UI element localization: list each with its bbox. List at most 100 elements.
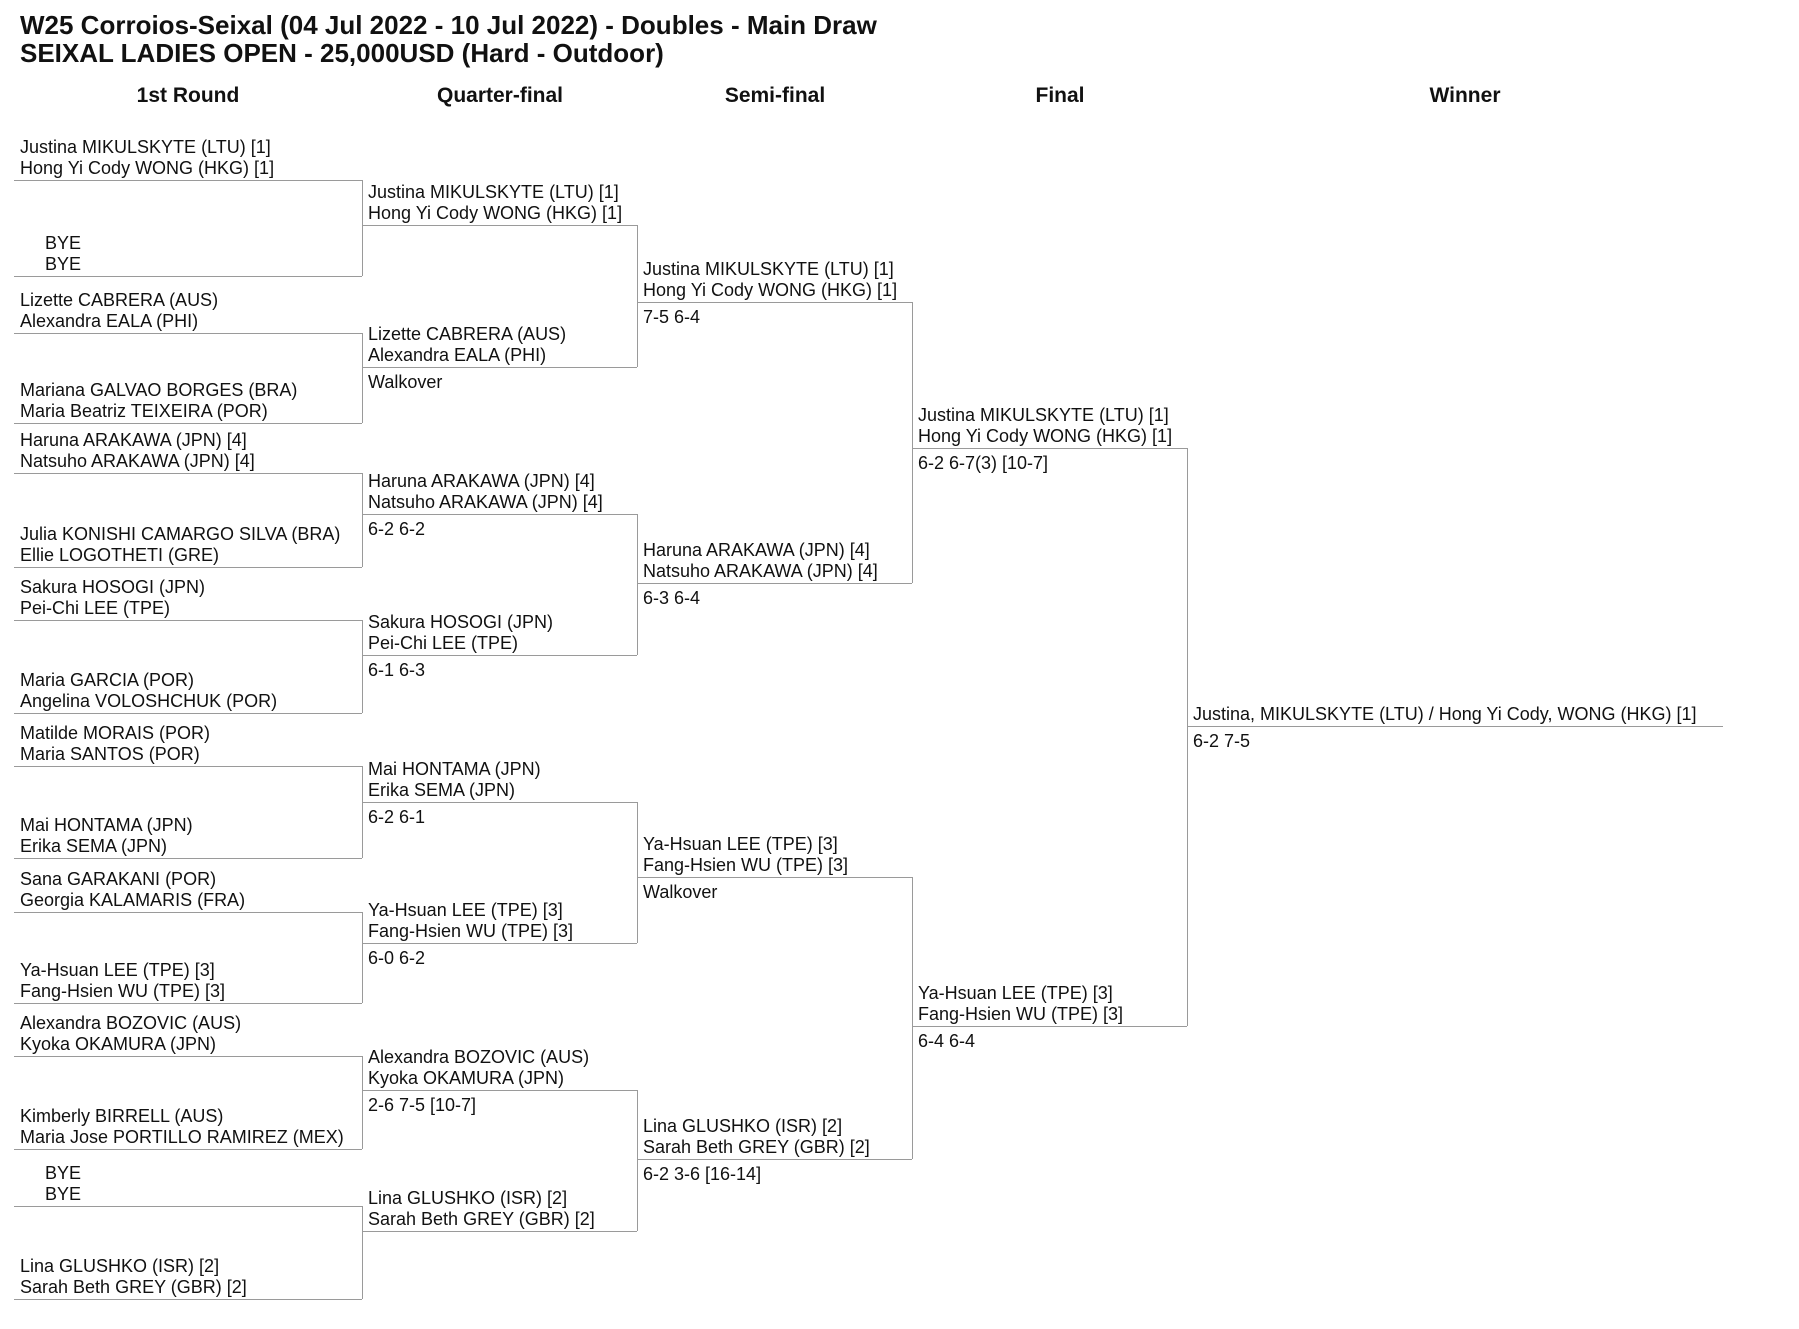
final-score: 6-4 6-4 (918, 1031, 976, 1051)
player-name: Sarah Beth GREY (GBR) [2] (368, 1209, 595, 1229)
round-header-quarter-final: Quarter-final (436, 84, 564, 107)
player-name: Hong Yi Cody WONG (HKG) [1] (918, 426, 1173, 446)
semi-final-connector (912, 302, 913, 583)
semi-final-score: Walkover (643, 882, 718, 902)
player-name: Natsuho ARAKAWA (JPN) [4] (643, 561, 878, 581)
first-round-line (14, 766, 362, 767)
quarter-final-line (362, 943, 637, 944)
player-name: Lina GLUSHKO (ISR) [2] (20, 1256, 220, 1276)
first-round-connector (362, 333, 363, 423)
player-name: Angelina VOLOSHCHUK (POR) (20, 691, 278, 711)
player-name: Mai HONTAMA (JPN) (20, 815, 193, 835)
first-round-line (14, 473, 362, 474)
quarter-final-entry: Lizette CABRERA (AUS)Alexandra EALA (PHI… (368, 324, 566, 366)
first-round-entry: Kimberly BIRRELL (AUS)Maria Jose PORTILL… (20, 1106, 344, 1148)
bye-label: BYE (45, 1163, 82, 1183)
player-name: Fang-Hsien WU (TPE) [3] (643, 855, 849, 875)
first-round-line (14, 1206, 362, 1207)
quarter-final-score: 6-2 6-2 (368, 519, 426, 539)
player-name: Ya-Hsuan LEE (TPE) [3] (20, 960, 215, 980)
player-name: Lina GLUSHKO (ISR) [2] (368, 1188, 568, 1208)
quarter-final-connector (637, 225, 638, 367)
quarter-final-line (362, 802, 637, 803)
first-round-connector (362, 473, 363, 567)
player-name: Erika SEMA (JPN) (20, 836, 168, 856)
player-name: Pei-Chi LEE (TPE) (368, 633, 519, 653)
round-header-1st-round: 1st Round (136, 84, 240, 107)
quarter-final-entry: Haruna ARAKAWA (JPN) [4]Natsuho ARAKAWA … (368, 471, 603, 513)
player-name: Maria SANTOS (POR) (20, 744, 200, 764)
semi-final-line (637, 877, 912, 878)
player-name: Hong Yi Cody WONG (HKG) [1] (20, 158, 275, 178)
quarter-final-line (362, 225, 637, 226)
quarter-final-entry: Lina GLUSHKO (ISR) [2]Sarah Beth GREY (G… (368, 1188, 595, 1230)
player-name: Fang-Hsien WU (TPE) [3] (20, 981, 226, 1001)
player-name: Justina MIKULSKYTE (LTU) [1] (643, 259, 894, 279)
player-name: Hong Yi Cody WONG (HKG) [1] (368, 203, 623, 223)
player-name: Maria Jose PORTILLO RAMIREZ (MEX) (20, 1127, 344, 1147)
first-round-entry: Lizette CABRERA (AUS)Alexandra EALA (PHI… (20, 290, 218, 332)
player-name: Lizette CABRERA (AUS) (368, 324, 567, 344)
player-name: Sakura HOSOGI (JPN) (368, 612, 554, 632)
player-name: Ya-Hsuan LEE (TPE) [3] (918, 983, 1113, 1003)
first-round-line (14, 713, 362, 714)
player-name: Fang-Hsien WU (TPE) [3] (918, 1004, 1124, 1024)
final-line (912, 1026, 1187, 1027)
player-name: Alexandra EALA (PHI) (20, 311, 199, 331)
tournament-title: W25 Corroios-Seixal (04 Jul 2022 - 10 Ju… (20, 10, 877, 40)
semi-final-score: 6-3 6-4 (643, 588, 701, 608)
semi-final-connector (912, 877, 913, 1159)
final-line (912, 448, 1187, 449)
player-name: Sana GARAKANI (POR) (20, 869, 217, 889)
player-name: Pei-Chi LEE (TPE) (20, 598, 171, 618)
first-round-entry: Mariana GALVAO BORGES (BRA)Maria Beatriz… (20, 380, 297, 422)
quarter-final-entry: Ya-Hsuan LEE (TPE) [3]Fang-Hsien WU (TPE… (368, 900, 573, 942)
player-name: Alexandra BOZOVIC (AUS) (368, 1047, 590, 1067)
semi-final-entry: Haruna ARAKAWA (JPN) [4]Natsuho ARAKAWA … (643, 540, 878, 582)
player-name: Ya-Hsuan LEE (TPE) [3] (368, 900, 563, 920)
player-name: Sarah Beth GREY (GBR) [2] (20, 1277, 247, 1297)
quarter-final-line (362, 655, 637, 656)
round-header-winner: Winner (1429, 84, 1501, 107)
quarter-final-entry: Sakura HOSOGI (JPN)Pei-Chi LEE (TPE) (368, 612, 553, 654)
player-name: Lizette CABRERA (AUS) (20, 290, 219, 310)
first-round-entry: Sana GARAKANI (POR)Georgia KALAMARIS (FR… (20, 869, 245, 911)
player-name: Haruna ARAKAWA (JPN) [4] (368, 471, 595, 491)
first-round-line (14, 180, 362, 181)
final-score: 6-2 6-7(3) [10-7] (918, 453, 1049, 473)
first-round-line (14, 620, 362, 621)
first-round-entry: Ya-Hsuan LEE (TPE) [3]Fang-Hsien WU (TPE… (20, 960, 225, 1002)
first-round-line (14, 1299, 362, 1300)
first-round-entry: Julia KONISHI CAMARGO SILVA (BRA)Ellie L… (20, 524, 340, 566)
semi-final-score: 6-2 3-6 [16-14] (643, 1164, 762, 1184)
bye-label: BYE (45, 233, 82, 253)
quarter-final-line (362, 1090, 637, 1091)
first-round-entry: Alexandra BOZOVIC (AUS)Kyoka OKAMURA (JP… (20, 1013, 241, 1055)
first-round-entry: Haruna ARAKAWA (JPN) [4]Natsuho ARAKAWA … (20, 430, 255, 472)
quarter-final-line (362, 514, 637, 515)
player-name: Alexandra BOZOVIC (AUS) (20, 1013, 242, 1033)
first-round-line (14, 912, 362, 913)
first-round-line (14, 1056, 362, 1057)
player-name: Kyoka OKAMURA (JPN) (368, 1068, 565, 1088)
quarter-final-entry: Justina MIKULSKYTE (LTU) [1]Hong Yi Cody… (368, 182, 622, 224)
first-round-entry: Mai HONTAMA (JPN)Erika SEMA (JPN) (20, 815, 193, 857)
bye-label: BYE (45, 254, 82, 274)
quarter-final-score: 6-0 6-2 (368, 948, 426, 968)
player-name: Justina MIKULSKYTE (LTU) [1] (918, 405, 1169, 425)
first-round-entry: Maria GARCIA (POR)Angelina VOLOSHCHUK (P… (20, 670, 277, 712)
player-name: Kyoka OKAMURA (JPN) (20, 1034, 217, 1054)
player-name: Mariana GALVAO BORGES (BRA) (20, 380, 298, 400)
player-name: Justina MIKULSKYTE (LTU) [1] (20, 137, 271, 157)
player-name: Natsuho ARAKAWA (JPN) [4] (368, 492, 603, 512)
quarter-final-connector (637, 802, 638, 943)
quarter-final-score: 2-6 7-5 [10-7] (368, 1095, 477, 1115)
first-round-entry: Matilde MORAIS (POR)Maria SANTOS (POR) (20, 723, 210, 765)
quarter-final-connector (637, 1090, 638, 1231)
player-name: Alexandra EALA (PHI) (368, 345, 547, 365)
first-round-connector (362, 1056, 363, 1149)
round-header-final: Final (1035, 84, 1085, 107)
player-name: Ya-Hsuan LEE (TPE) [3] (643, 834, 838, 854)
player-name: Hong Yi Cody WONG (HKG) [1] (643, 280, 898, 300)
